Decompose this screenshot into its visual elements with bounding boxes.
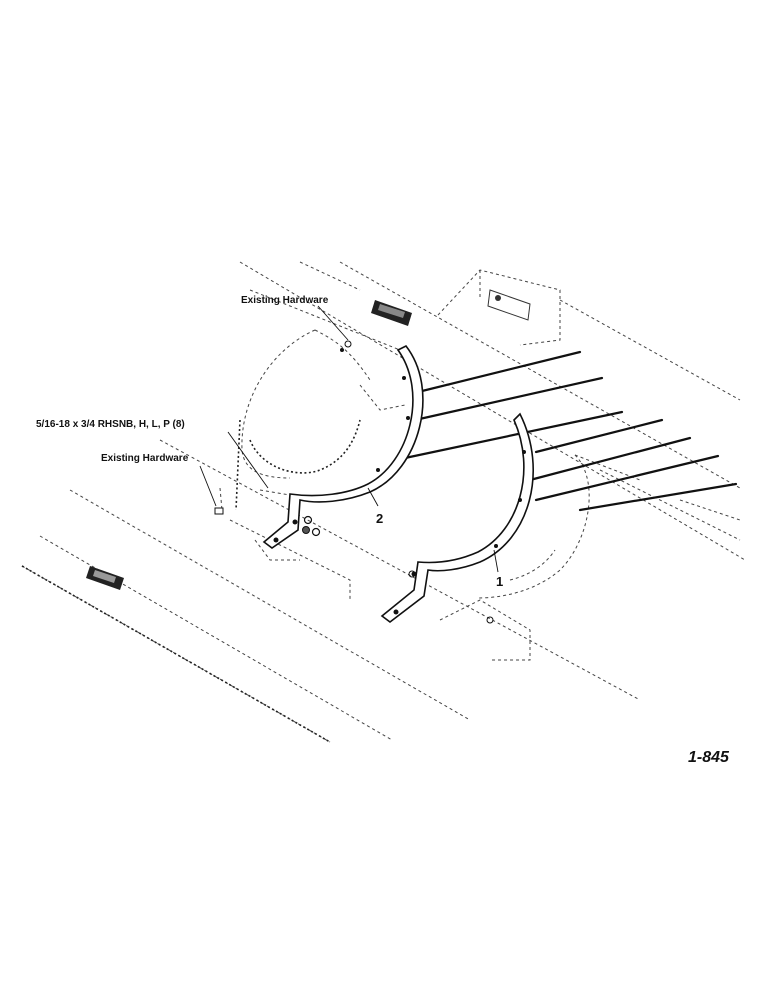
decal-left [86, 566, 124, 590]
stripper-band-2 [262, 344, 424, 549]
figure-number: 1-845 [688, 749, 730, 766]
callout-2: 2 [376, 511, 383, 526]
hardware-set [214, 340, 494, 624]
leader-lines [199, 305, 499, 573]
label-existing-hardware-top: Existing Hardware [241, 295, 329, 306]
right-auger-drum [477, 454, 641, 599]
stripper-band-1 [380, 412, 534, 624]
callout-1: 1 [496, 574, 503, 589]
label-existing-hardware-left: Existing Hardware [101, 453, 189, 464]
label-bolt-spec: 5/16-18 x 3/4 RHSNB, H, L, P (8) [36, 419, 185, 430]
header-frame [21, 261, 746, 743]
auger-fingers [403, 350, 738, 512]
decal-top [371, 300, 412, 326]
decal-housing [487, 289, 531, 321]
